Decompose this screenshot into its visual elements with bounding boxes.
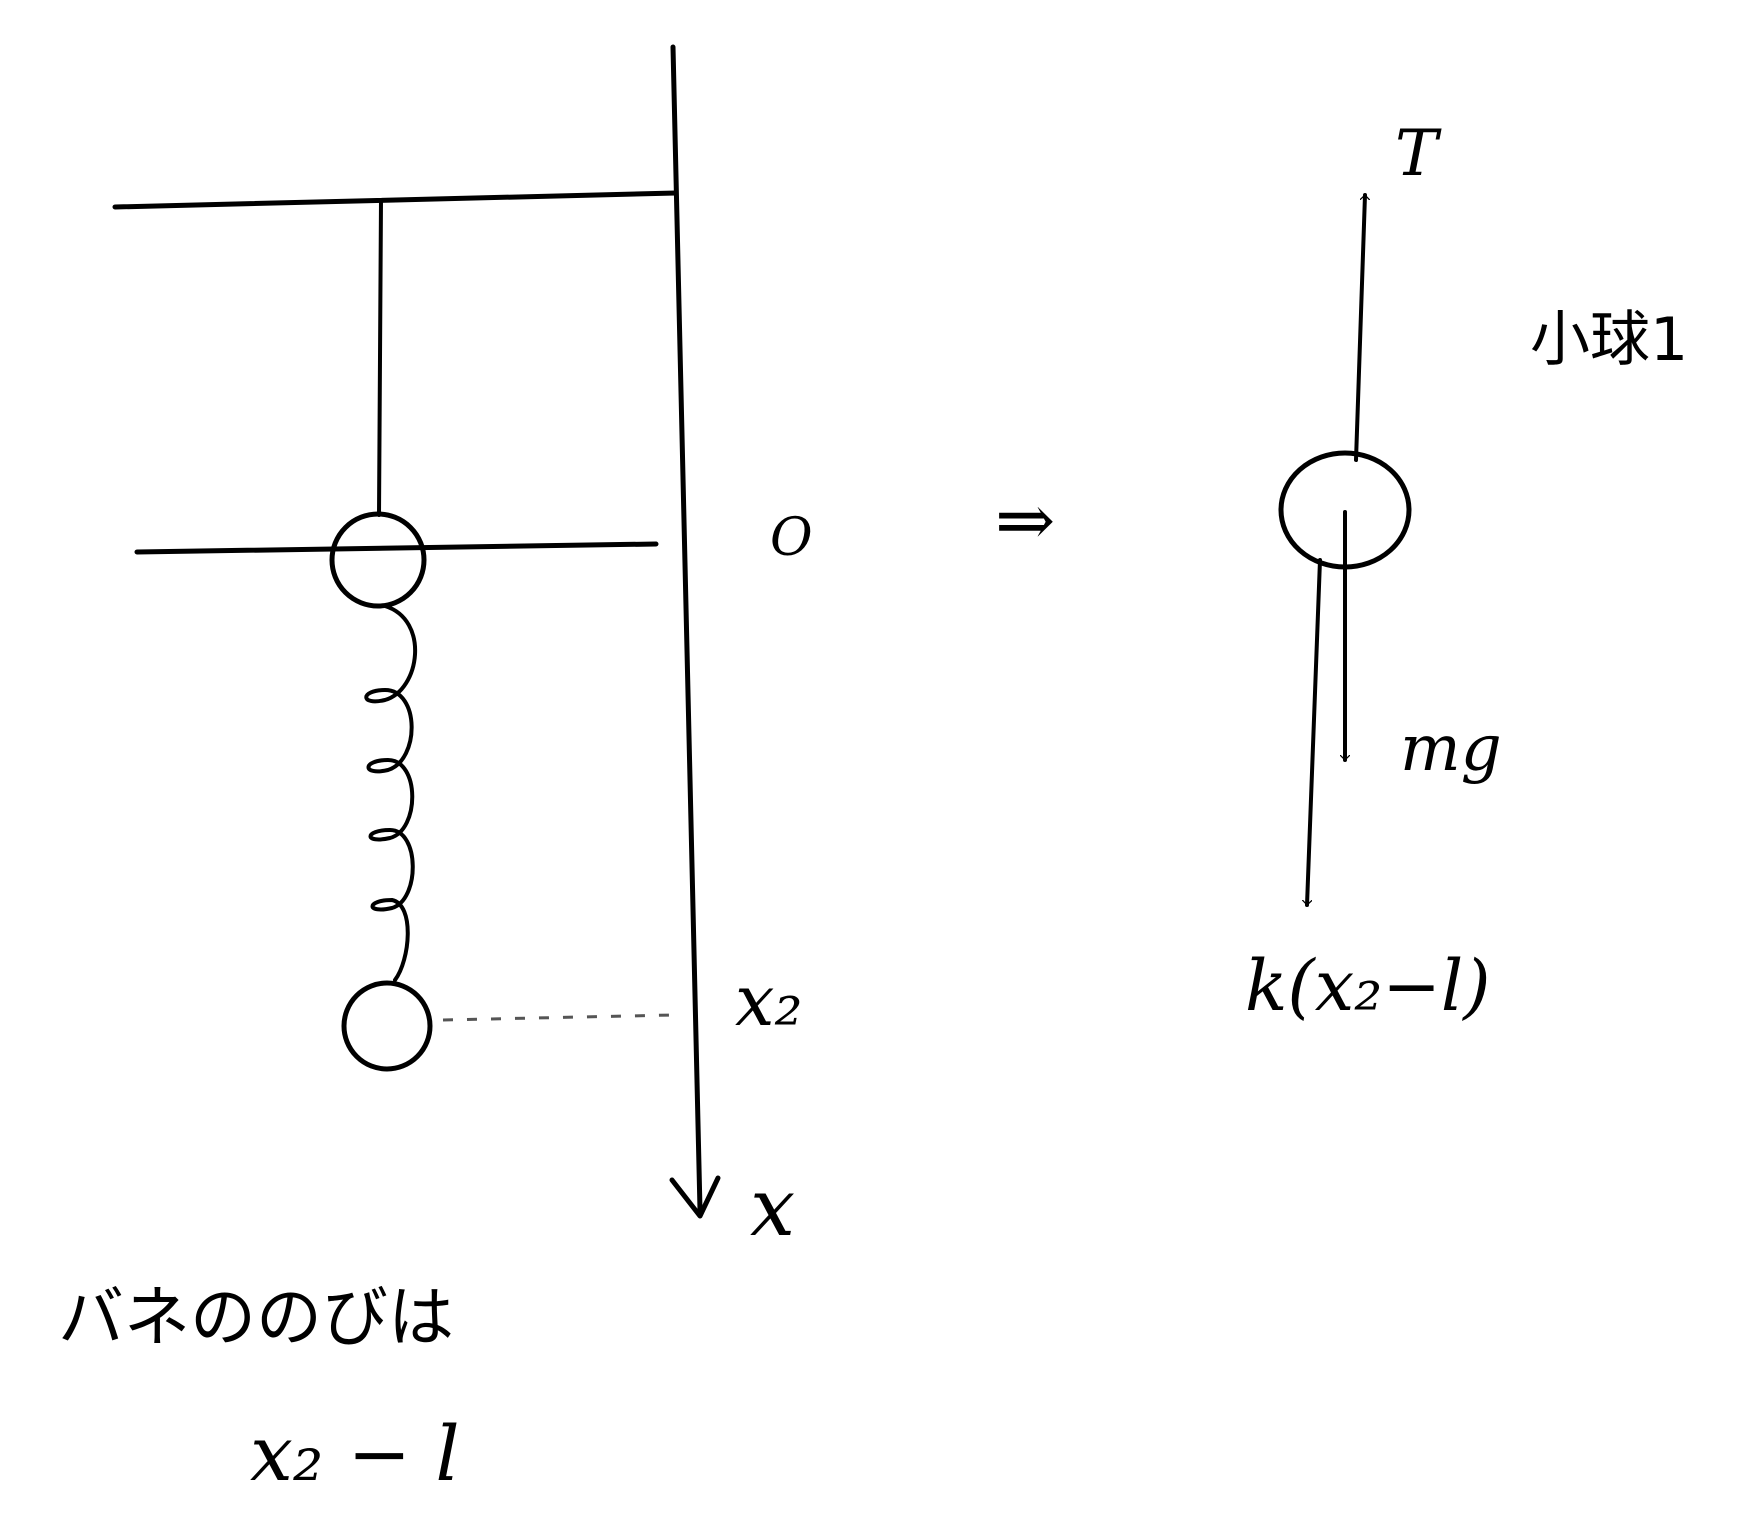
left-figure: O x₂ x — [112, 44, 813, 1254]
x2-dashed-guide — [442, 1013, 674, 1022]
ball-at-origin — [329, 511, 427, 609]
extension-note: バネののびは x₂ − l — [58, 1279, 460, 1498]
string-line — [377, 198, 383, 517]
spring-force-arrow — [1307, 558, 1322, 907]
spring-force-label: k(x₂−l) — [1245, 945, 1491, 1027]
note-line-1: バネののびは — [58, 1279, 454, 1356]
ball-at-x2 — [341, 980, 433, 1072]
x-axis-label: x — [750, 1161, 795, 1254]
tension-label: T — [1395, 117, 1442, 191]
ball-1-title: 小球1 — [1530, 305, 1688, 375]
tension-arrow — [1354, 193, 1365, 462]
x2-label: x₂ — [735, 960, 803, 1042]
origin-level-line — [134, 541, 659, 555]
spring-coil — [364, 604, 418, 982]
note-line-2: x₂ − l — [250, 1409, 460, 1498]
origin-label: O — [770, 508, 813, 568]
implies-arrow: ⇒ — [995, 478, 1055, 562]
ceiling-line — [112, 190, 679, 210]
x-axis-arrowhead — [669, 1175, 721, 1219]
gravity-label: mg — [1400, 712, 1502, 786]
x-axis-line — [670, 44, 703, 1213]
free-body-diagram: T mg k(x₂−l) 小球1 — [1245, 117, 1688, 1027]
